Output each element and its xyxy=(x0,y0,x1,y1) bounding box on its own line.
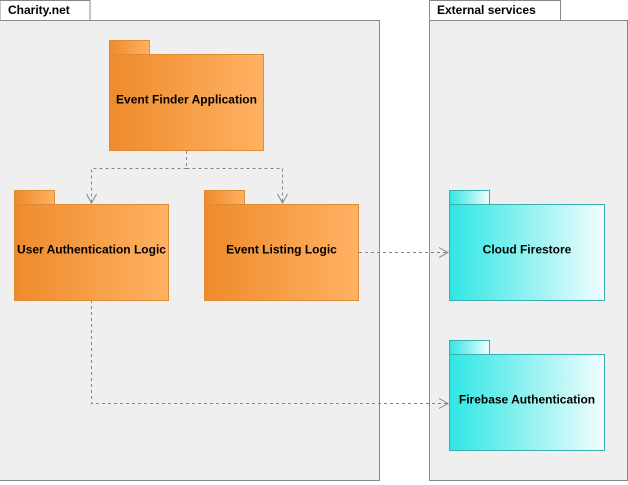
connector-finder-to-event-listing xyxy=(186,168,283,202)
package-user-authentication-logic-label: User Authentication Logic xyxy=(17,243,166,257)
package-event-listing-logic-body xyxy=(204,204,359,301)
connector-user-auth-to-firebase-auth xyxy=(91,300,447,404)
package-event-finder-application-label: Event Finder Application xyxy=(116,93,257,107)
package-firebase-authentication-label: Firebase Authentication xyxy=(459,393,595,407)
package-event-finder-application[interactable]: Event Finder Application xyxy=(109,40,264,151)
arrowhead-event-listing xyxy=(277,193,288,205)
package-cloud-firestore-tab xyxy=(449,190,490,205)
package-user-authentication-logic-tab xyxy=(14,190,55,205)
connector-arrowheads xyxy=(86,193,450,409)
connector-finder-to-user-auth xyxy=(91,168,187,202)
group-charity-net[interactable]: Charity.net xyxy=(0,0,380,481)
package-event-listing-logic-tab xyxy=(204,190,245,205)
group-external-services-tab xyxy=(429,0,561,21)
package-firebase-authentication[interactable]: Firebase Authentication xyxy=(449,340,605,451)
package-cloud-firestore-label: Cloud Firestore xyxy=(483,243,572,257)
package-user-authentication-logic[interactable]: User Authentication Logic xyxy=(14,190,169,301)
arrowhead-user-auth xyxy=(86,193,97,205)
arrowhead-firebase-auth xyxy=(438,398,450,409)
package-cloud-firestore-body xyxy=(449,204,605,301)
package-event-finder-application-tab xyxy=(109,40,150,55)
package-event-listing-logic-label: Event Listing Logic xyxy=(226,243,337,257)
group-external-services-title: External services xyxy=(437,3,536,17)
group-charity-net-tab xyxy=(0,0,91,21)
package-cloud-firestore[interactable]: Cloud Firestore xyxy=(449,190,605,301)
package-firebase-authentication-tab xyxy=(449,340,490,355)
package-event-listing-logic[interactable]: Event Listing Logic xyxy=(204,190,359,301)
arrowhead-cloud-firestore xyxy=(438,247,450,258)
package-user-authentication-logic-body xyxy=(14,204,169,301)
connectors xyxy=(91,151,447,404)
group-charity-net-title: Charity.net xyxy=(8,3,70,17)
package-firebase-authentication-body xyxy=(449,354,605,451)
package-event-finder-application-body xyxy=(109,54,264,151)
